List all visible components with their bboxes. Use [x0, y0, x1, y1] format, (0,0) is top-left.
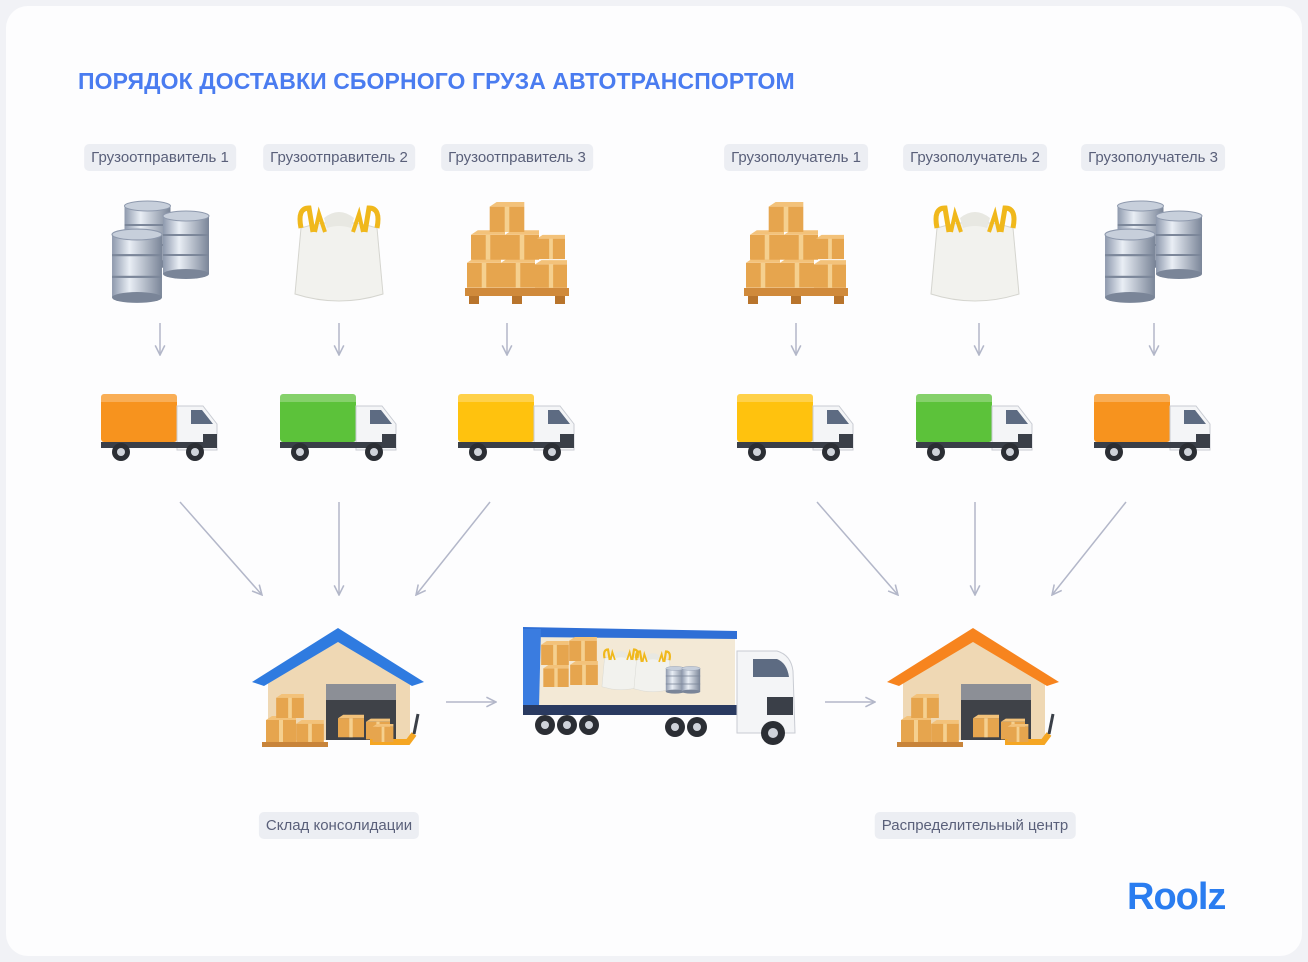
sender-3-label: Грузоотправитель 3 — [441, 144, 593, 171]
consolidation-warehouse-label: Склад консолидации — [258, 812, 420, 839]
receiver-2-label: Грузополучатель 2 — [903, 144, 1047, 171]
sender-1-label: Грузоотправитель 1 — [84, 144, 236, 171]
arrow — [816, 501, 898, 595]
page-title: ПОРЯДОК ДОСТАВКИ СБОРНОГО ГРУЗА АВТОТРАН… — [78, 68, 795, 94]
arrow — [1052, 501, 1127, 595]
receiver-1-label: Грузополучатель 1 — [724, 144, 868, 171]
sender-2-label: Грузоотправитель 2 — [263, 144, 415, 171]
roolz-logo: Roolz — [1127, 876, 1226, 918]
receiver-3-label: Грузополучатель 3 — [1081, 144, 1225, 171]
arrow — [416, 501, 491, 595]
arrow — [179, 501, 262, 595]
distribution-center-label: Распределительный центр — [874, 812, 1076, 839]
